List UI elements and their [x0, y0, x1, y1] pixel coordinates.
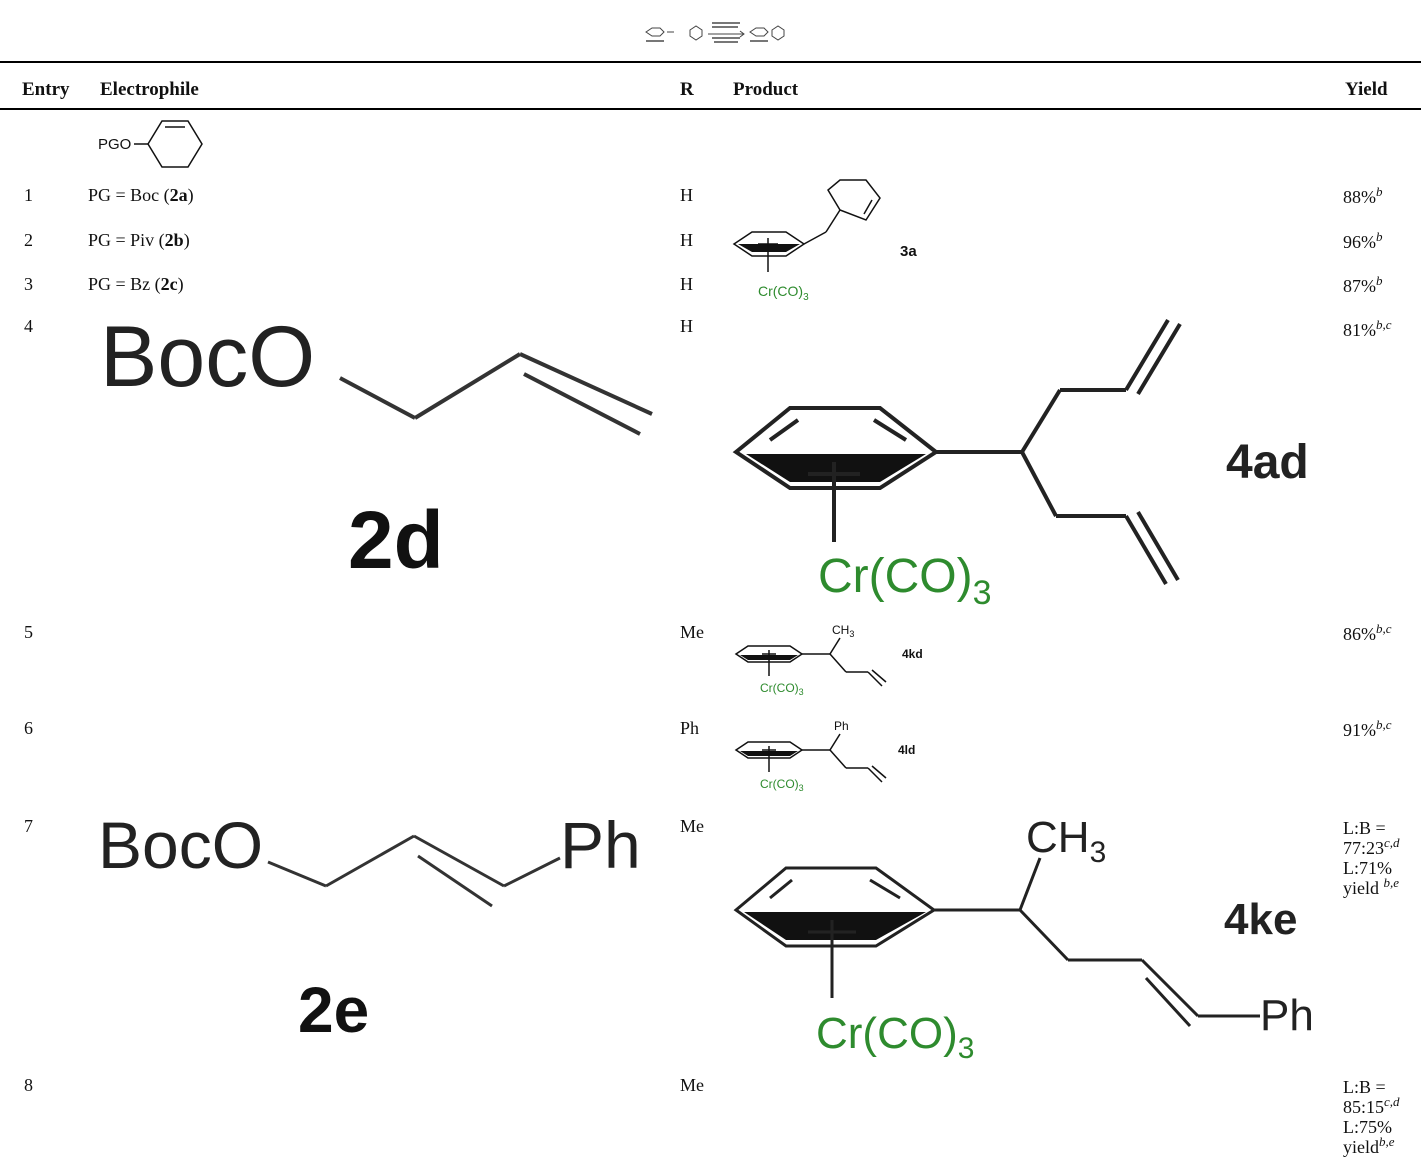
reaction-scheme [645, 22, 785, 43]
electrophile-2b: PG = Piv (2b) [88, 230, 190, 250]
r-5: Me [680, 622, 704, 642]
terminal-4ke: Ph [1260, 991, 1314, 1040]
yield-6: 91%b,c [1343, 717, 1392, 740]
table-top-rule [0, 61, 1421, 63]
electrophile-2c: PG = Bz (2c) [88, 274, 184, 294]
code-4ad: 4ad [1226, 436, 1309, 489]
entry-4: 4 [24, 316, 33, 336]
substituent-4kd: CH3 [832, 623, 854, 639]
yield-1: 88%b [1343, 184, 1383, 207]
substituent-4ld: Ph [834, 719, 849, 733]
yield-7: L:B = 77:23c,d L:71% yield b,e [1343, 818, 1400, 898]
electrophile-2e-structure: BocO Ph 2e [98, 808, 641, 1046]
yield-3: 87%b [1343, 273, 1383, 296]
code-2d: 2d [348, 495, 444, 586]
group-2e: BocO [98, 808, 263, 882]
code-3a: 3a [900, 243, 917, 260]
yield-4: 81%b,c [1343, 317, 1392, 340]
code-2e: 2e [298, 974, 369, 1046]
header-r: R [680, 79, 694, 100]
r-4: H [680, 316, 693, 336]
yield-5: 86%b,c [1343, 621, 1392, 644]
entry-7: 7 [24, 816, 33, 836]
group-2d: BocO [100, 309, 315, 405]
entry-8: 8 [24, 1075, 33, 1095]
r-6: Ph [680, 718, 700, 738]
electrophile-2d-structure: BocO 2d [100, 309, 653, 586]
header-electrophile: Electrophile [100, 79, 199, 100]
electrophile-2a: PG = Boc (2a) [88, 185, 194, 205]
entry-6: 6 [24, 718, 33, 738]
header-yield: Yield [1345, 79, 1388, 100]
r-2: H [680, 230, 693, 250]
electrophile-pgo-cyclohexene: PGO [98, 120, 203, 168]
code-4kd: 4kd [902, 647, 923, 661]
header-entry: Entry [22, 79, 70, 100]
code-4ke: 4ke [1224, 895, 1297, 944]
metal-4ld: Cr(CO)3 [760, 777, 804, 793]
substituent-4ke: CH3 [1026, 813, 1106, 869]
pgo-label: PGO [98, 136, 131, 153]
entry-1: 1 [24, 185, 33, 205]
product-4ke-structure: CH3 Cr(CO)3 4ke Ph [733, 813, 1314, 1065]
metal-4ke: Cr(CO)3 [816, 1009, 974, 1065]
r-8: Me [680, 1075, 704, 1095]
table-header-rule [0, 108, 1421, 110]
entry-3: 3 [24, 274, 33, 294]
metal-3a: Cr(CO)3 [758, 283, 809, 303]
r-7: Me [680, 816, 704, 836]
metal-4ad: Cr(CO)3 [818, 550, 992, 612]
header-product: Product [733, 79, 799, 100]
code-4ld: 4ld [898, 743, 915, 757]
product-3a-structure: Cr(CO)3 3a [732, 179, 917, 303]
entry-5: 5 [24, 622, 33, 642]
product-4ad-structure: Cr(CO)3 4ad [732, 318, 1309, 612]
terminal-2e: Ph [560, 808, 641, 882]
r-3: H [680, 274, 693, 294]
metal-4kd: Cr(CO)3 [760, 681, 804, 697]
r-1: H [680, 185, 693, 205]
product-4ld-structure: Ph Cr(CO)3 4ld [734, 719, 915, 793]
entry-2: 2 [24, 230, 33, 250]
yield-2: 96%b [1343, 229, 1383, 252]
product-4kd-structure: CH3 Cr(CO)3 4kd [734, 623, 923, 697]
yield-8: L:B = 85:15c,d L:75% yieldb,e [1343, 1077, 1400, 1157]
